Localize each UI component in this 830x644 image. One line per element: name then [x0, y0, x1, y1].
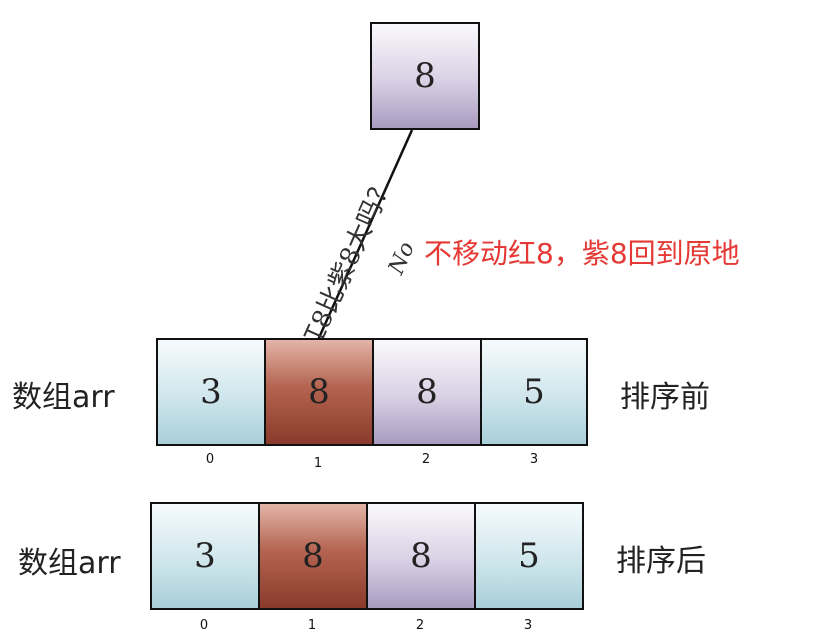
array-cell: 8 [366, 502, 476, 610]
status-before: 排序前 [620, 380, 710, 415]
note-text: 不移动红8，紫8回到原地 [424, 237, 740, 270]
index-label: 3 [523, 618, 533, 633]
array-cell: 8 [372, 338, 482, 446]
cell-value: 3 [200, 372, 222, 412]
index-label: 0 [199, 618, 209, 633]
array-cell: 5 [474, 502, 584, 610]
cell-value: 8 [308, 372, 330, 412]
cell-value: 8 [302, 536, 324, 576]
cell-value: 8 [410, 536, 432, 576]
array-cell: 3 [150, 502, 260, 610]
index-label: 1 [307, 618, 317, 633]
array-cell: 5 [480, 338, 588, 446]
pivot-cell: 8 [370, 22, 480, 130]
cell-value: 3 [194, 536, 216, 576]
index-label: 0 [205, 452, 215, 467]
array-cell: 3 [156, 338, 266, 446]
index-label: 3 [529, 452, 539, 467]
cell-value: 5 [518, 536, 540, 576]
status-after: 排序后 [616, 544, 706, 579]
cell-value: 5 [523, 372, 545, 412]
cell-value: 8 [416, 372, 438, 412]
index-label: 1 [313, 456, 323, 471]
array-cell: 8 [258, 502, 368, 610]
array-name-after: 数组arr [18, 546, 121, 581]
pivot-value: 8 [414, 56, 436, 96]
index-label: 2 [421, 452, 431, 467]
array-name-before: 数组arr [12, 380, 115, 415]
index-label: 2 [415, 618, 425, 633]
array-cell: 8 [264, 338, 374, 446]
